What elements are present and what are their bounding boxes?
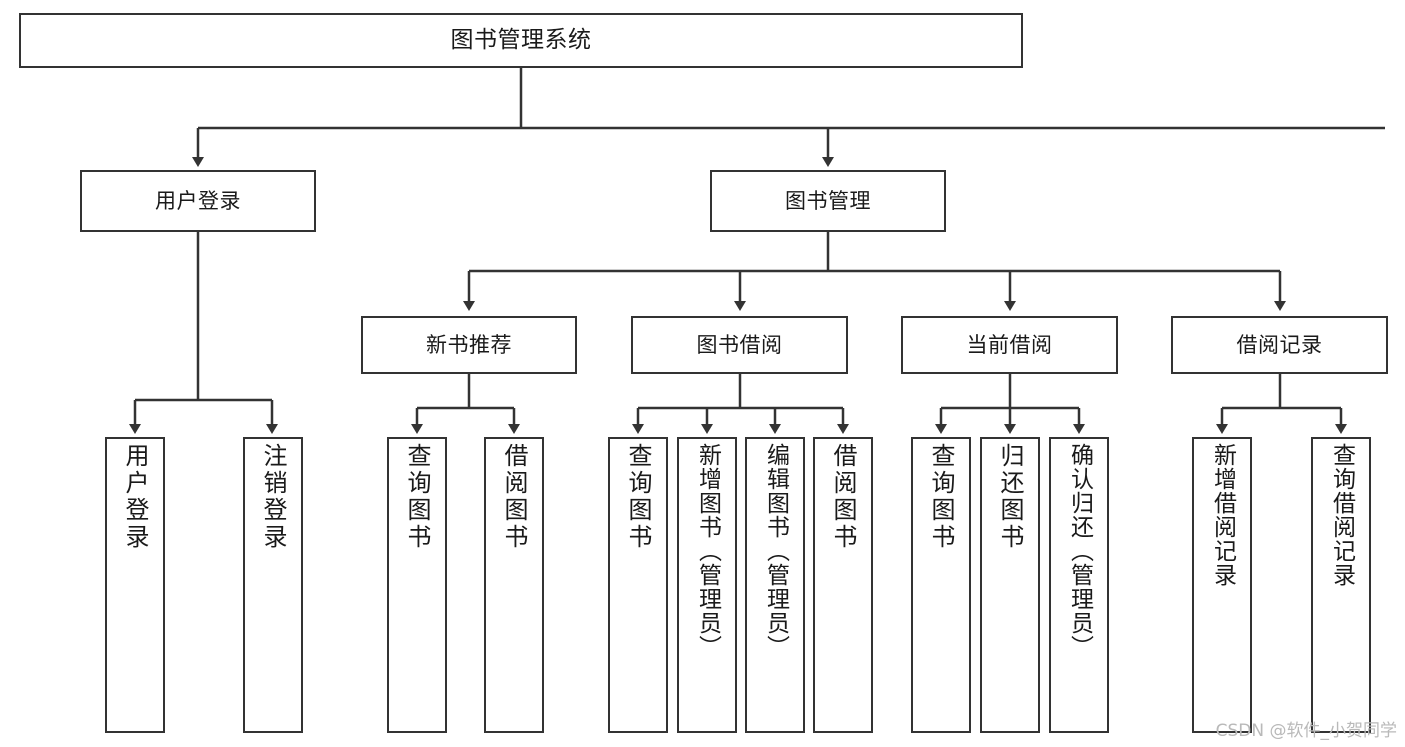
watermark: CSDN @软件_小贺同学: [1215, 721, 1397, 741]
node-label: 图书管理: [785, 188, 871, 213]
node-label: 图书借阅: [696, 332, 783, 357]
node-book-management[interactable]: 图书管理: [710, 170, 946, 232]
node-new-book-recommend[interactable]: 新书推荐: [361, 316, 577, 374]
node-borrow-record[interactable]: 借阅记录: [1171, 316, 1388, 374]
node-label: 查询图书: [403, 443, 431, 551]
leaf-query-book-current[interactable]: 查询图书: [911, 437, 971, 733]
node-label: 用户登录: [155, 188, 241, 213]
node-label: 注销登录: [259, 443, 287, 551]
node-label: 确认归还（管理员）: [1066, 443, 1093, 659]
node-user-login[interactable]: 用户登录: [80, 170, 316, 232]
node-root-system[interactable]: 图书管理系统: [19, 13, 1023, 68]
node-label: 用户登录: [121, 443, 149, 551]
leaf-borrow-book-new[interactable]: 借阅图书: [484, 437, 544, 733]
node-label: 新增图书（管理员）: [694, 443, 721, 659]
leaf-query-book-new[interactable]: 查询图书: [387, 437, 447, 733]
node-label: 图书管理系统: [450, 26, 592, 53]
node-label: 归还图书: [996, 443, 1024, 551]
node-label: 借阅图书: [829, 443, 857, 551]
node-current-borrow[interactable]: 当前借阅: [901, 316, 1118, 374]
leaf-add-borrow-record[interactable]: 新增借阅记录: [1192, 437, 1252, 733]
leaf-logout[interactable]: 注销登录: [243, 437, 303, 733]
leaf-query-borrow-record[interactable]: 查询借阅记录: [1311, 437, 1371, 733]
node-label: 查询借阅记录: [1328, 443, 1355, 587]
node-label: 查询图书: [927, 443, 955, 551]
leaf-user-login[interactable]: 用户登录: [105, 437, 165, 733]
leaf-edit-book-admin[interactable]: 编辑图书（管理员）: [745, 437, 805, 733]
node-label: 编辑图书（管理员）: [762, 443, 789, 659]
leaf-confirm-return-admin[interactable]: 确认归还（管理员）: [1049, 437, 1109, 733]
leaf-query-book-borrow[interactable]: 查询图书: [608, 437, 668, 733]
leaf-borrow-book[interactable]: 借阅图书: [813, 437, 873, 733]
node-label: 查询图书: [624, 443, 652, 551]
node-label: 新增借阅记录: [1209, 443, 1236, 587]
node-book-borrow[interactable]: 图书借阅: [631, 316, 848, 374]
node-label: 借阅图书: [500, 443, 528, 551]
node-label: 借阅记录: [1236, 332, 1323, 357]
node-label: 当前借阅: [966, 332, 1053, 357]
leaf-add-book-admin[interactable]: 新增图书（管理员）: [677, 437, 737, 733]
node-label: 新书推荐: [426, 332, 512, 357]
leaf-return-book[interactable]: 归还图书: [980, 437, 1040, 733]
